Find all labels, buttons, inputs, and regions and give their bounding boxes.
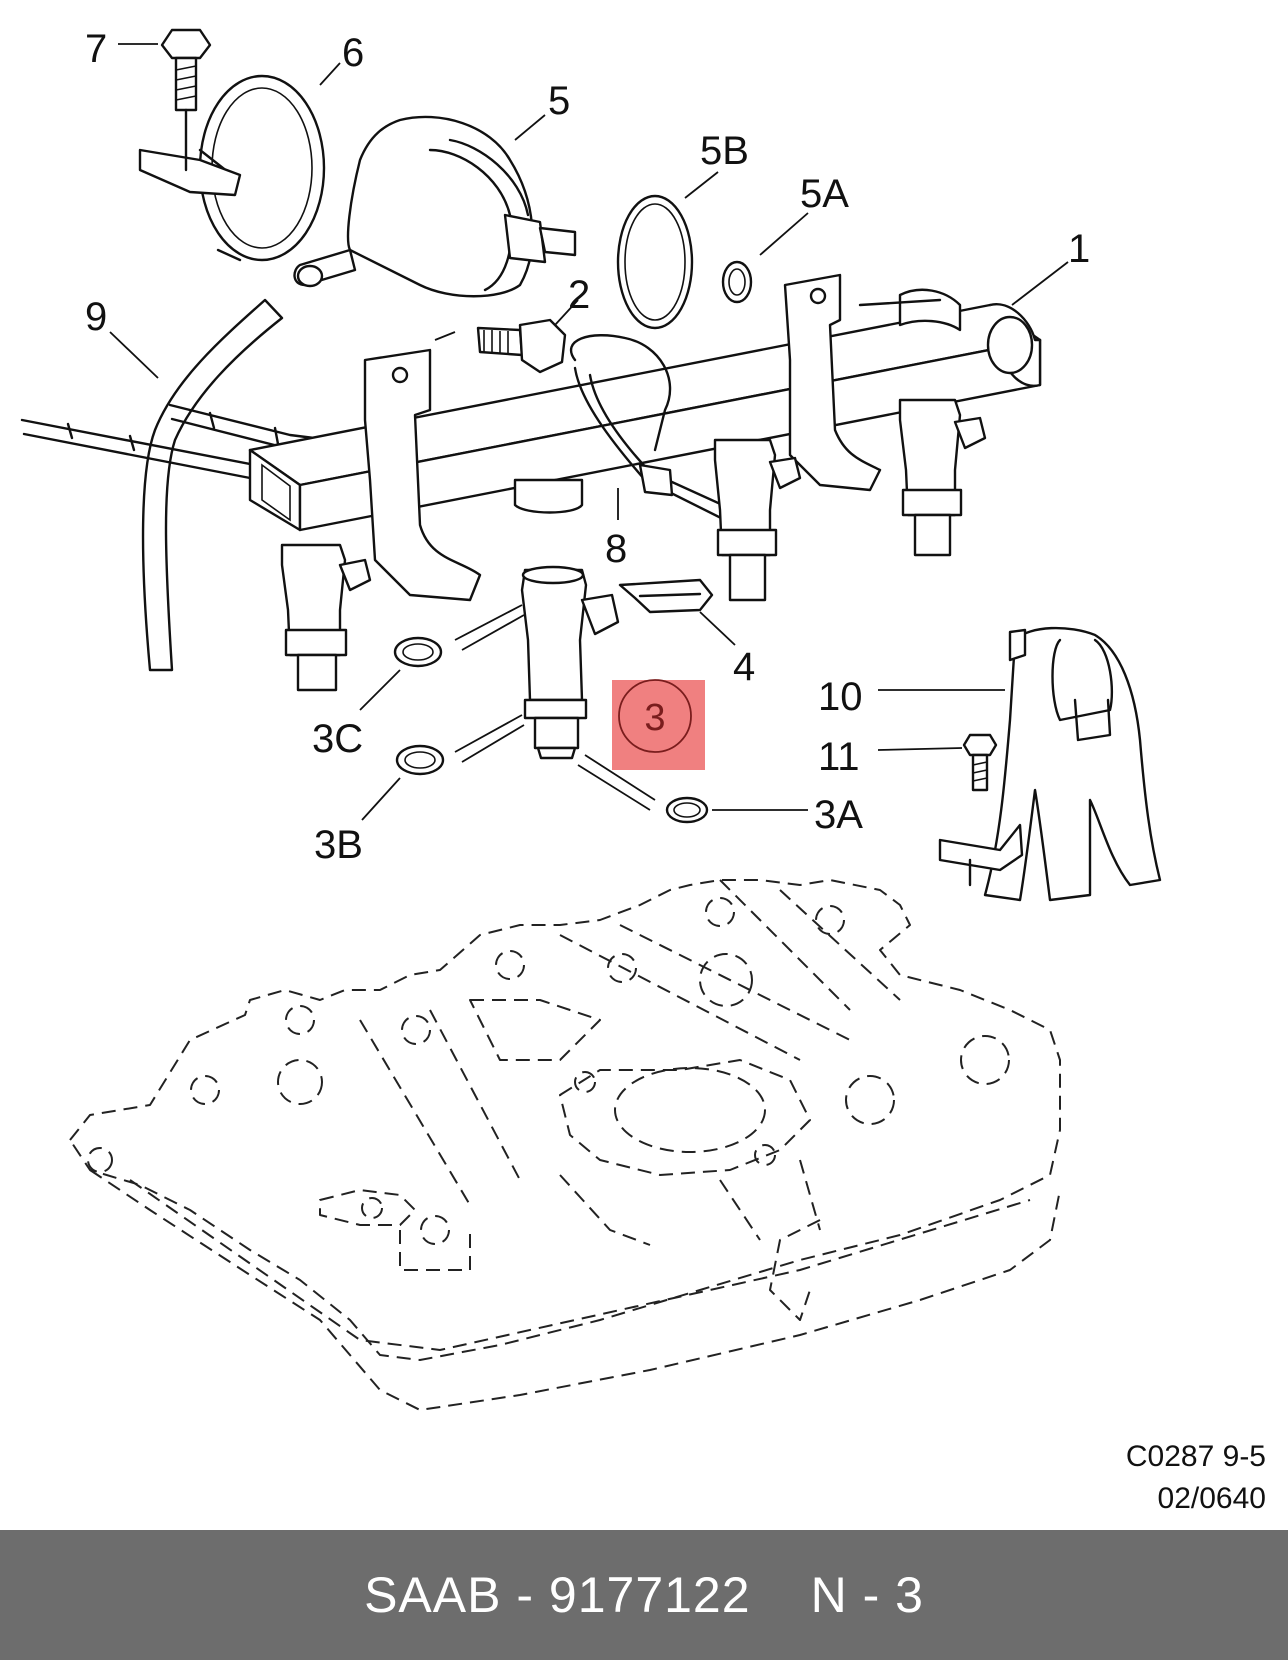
injector-installed-middle <box>713 438 802 602</box>
footer-position: N - 3 <box>810 1567 924 1623</box>
drawing-code-line-2: 02/0640 <box>1157 1482 1266 1515</box>
callout-6: 6 <box>342 31 364 75</box>
drawing-code-line-1: C0287 9-5 <box>1125 1440 1266 1473</box>
rail-mounting-brackets <box>363 273 882 602</box>
fuel-injector-part-3 <box>520 565 620 760</box>
footer-bar: SAAB - 9177122 N - 3 <box>0 1530 1288 1660</box>
injector-installed-left <box>280 543 372 692</box>
callout-5a: 5A <box>800 172 849 216</box>
callout-2: 2 <box>568 273 590 317</box>
fuel-filter-part-5 <box>293 115 577 298</box>
seal-ring-part-3b <box>395 744 445 776</box>
callout-11: 11 <box>818 735 860 779</box>
bolt-part-2 <box>476 318 567 374</box>
retaining-clip-part-4 <box>618 578 714 614</box>
heat-shield-part-10 <box>938 626 1162 902</box>
fuel-rail-exploded-diagram: 3 7 6 5 5B 5A 1 2 9 8 4 10 11 3C 3A 3B <box>20 27 1162 1411</box>
o-ring-part-5b <box>616 194 694 330</box>
rail-injector-cup <box>513 478 584 514</box>
callout-7: 7 <box>85 27 107 71</box>
highlight-circle <box>618 679 692 753</box>
manifold-bolt-holes <box>87 897 1010 1245</box>
callout-10: 10 <box>818 675 863 719</box>
callout-leader-lines <box>109 43 1069 821</box>
callout-3: 3 <box>644 697 665 739</box>
bolt-part-7 <box>160 28 212 172</box>
callout-3c: 3C <box>312 717 363 761</box>
fuel-rail-part-1 <box>248 288 1042 532</box>
callout-4: 4 <box>733 645 755 689</box>
callout-labels: 7 6 5 5B 5A 1 2 9 8 4 10 11 3C 3A 3B <box>85 27 1090 867</box>
callout-3a: 3A <box>814 793 863 837</box>
intake-manifold-ghost <box>69 879 1061 1411</box>
clamp-part-6 <box>138 74 326 262</box>
highlight-part-3: 3 <box>612 679 705 770</box>
callout-3b: 3B <box>314 823 363 867</box>
installed-injectors <box>280 398 987 692</box>
footer-brand-part-number: SAAB - 9177122 <box>364 1567 751 1623</box>
bolt-part-11 <box>962 733 998 792</box>
cable-tie-part-8 <box>569 334 740 527</box>
seal-ring-part-3c <box>393 636 443 668</box>
injector-installed-right <box>898 398 987 557</box>
callout-8: 8 <box>605 527 627 571</box>
seal-ring-part-3a <box>665 796 709 824</box>
drawing-code: C0287 9-5 02/0640 <box>1126 1436 1266 1520</box>
callout-9: 9 <box>85 295 107 339</box>
callout-1: 1 <box>1068 227 1090 271</box>
fuel-hose-part-9 <box>141 298 284 672</box>
callout-5b: 5B <box>700 129 749 173</box>
seal-ring-part-5a <box>721 260 753 304</box>
callout-5: 5 <box>548 79 570 123</box>
